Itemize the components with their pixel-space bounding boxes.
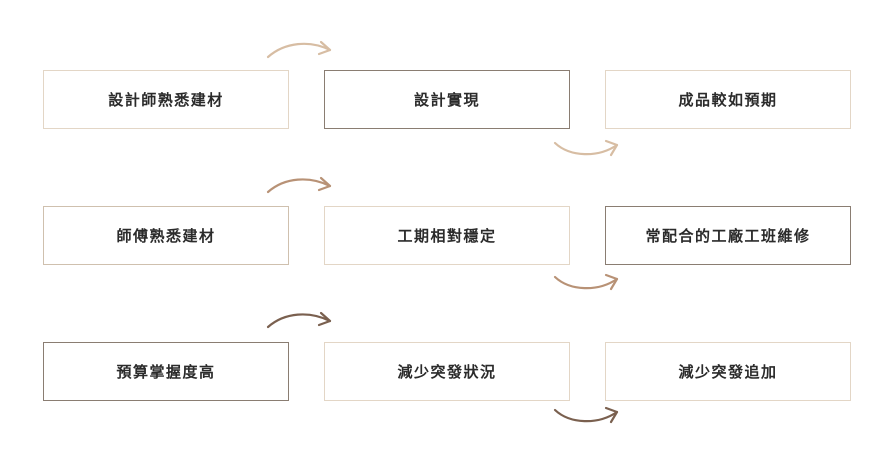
arrow-row2-bottom bbox=[553, 273, 619, 291]
arrow-row3-top bbox=[266, 311, 332, 329]
box-regular-factory-crew-repair: 常配合的工廠工班維修 bbox=[605, 206, 851, 265]
box-design-realized: 設計實現 bbox=[324, 70, 570, 129]
box-craftsman-familiar-materials: 師傅熟悉建材 bbox=[43, 206, 289, 265]
arrow-row2-top bbox=[266, 176, 332, 194]
arrow-row1-bottom bbox=[553, 139, 619, 157]
box-budget-control-high: 預算掌握度高 bbox=[43, 342, 289, 401]
arrow-row3-bottom bbox=[553, 406, 619, 424]
arrow-row1-top bbox=[266, 40, 332, 59]
box-schedule-stable: 工期相對穩定 bbox=[324, 206, 570, 265]
box-designer-familiar-materials: 設計師熟悉建材 bbox=[43, 70, 289, 129]
box-fewer-unexpected-additions: 減少突發追加 bbox=[605, 342, 851, 401]
box-result-as-expected: 成品較如預期 bbox=[605, 70, 851, 129]
box-fewer-unexpected-situations: 減少突發狀況 bbox=[324, 342, 570, 401]
